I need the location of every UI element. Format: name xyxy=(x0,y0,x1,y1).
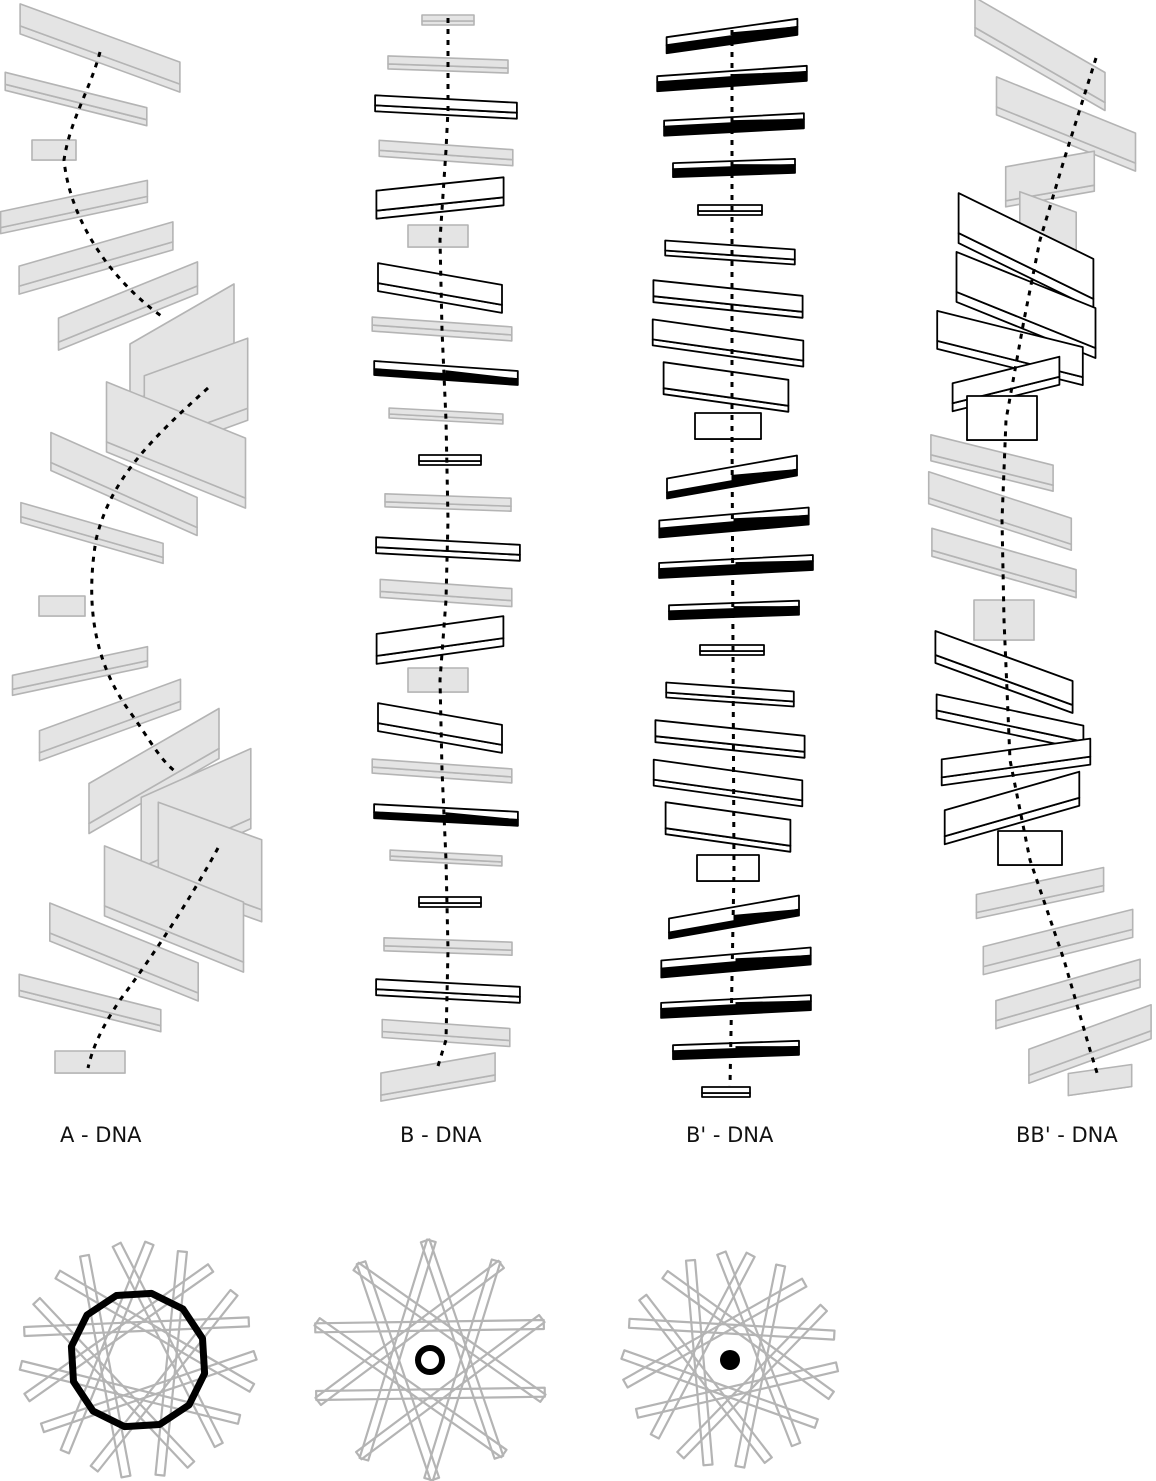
base-pair-dark-side xyxy=(736,561,813,572)
base-pair-dark-side xyxy=(736,1047,799,1055)
base-pair-12 xyxy=(39,596,85,616)
base-pair-21 xyxy=(419,897,481,907)
base-pair-15 xyxy=(377,616,504,664)
base-pair-4 xyxy=(1,180,148,233)
base-pair-face xyxy=(698,205,762,211)
base-pair-6 xyxy=(408,225,468,247)
base-pair-6 xyxy=(665,241,795,265)
b-prime-dna-top-view xyxy=(621,1252,838,1468)
base-pair-25 xyxy=(381,1053,495,1101)
a-dna-helix xyxy=(1,4,262,1073)
base-pair-20 xyxy=(19,974,161,1031)
base-pair-16 xyxy=(666,683,794,707)
base-pair-face xyxy=(20,4,180,84)
helix-axis-dot xyxy=(720,1350,740,1370)
base-pair-face xyxy=(419,455,481,461)
base-pair-10 xyxy=(695,413,761,439)
base-pair-dark-side xyxy=(736,1001,811,1012)
base-pair-23 xyxy=(661,995,811,1018)
a-dna-top-view xyxy=(20,1242,257,1478)
base-pair-17 xyxy=(655,720,804,758)
base-pair-18 xyxy=(654,760,803,807)
base-pair-face xyxy=(1068,1065,1131,1096)
base-pair-3 xyxy=(375,95,517,118)
base-pair-23 xyxy=(1068,1065,1131,1096)
base-pair-4 xyxy=(673,159,795,177)
base-pair-dark-side xyxy=(734,607,799,615)
base-pair-1 xyxy=(667,19,798,53)
base-pair-face xyxy=(408,668,468,692)
base-pair-9 xyxy=(967,396,1037,440)
base-pair-face xyxy=(697,855,759,881)
base-pair-22 xyxy=(661,948,810,978)
b-dna-helix xyxy=(372,15,520,1101)
label-a-dna: A - DNA xyxy=(60,1123,142,1147)
base-pair-1 xyxy=(20,4,180,92)
base-pair-face xyxy=(975,0,1105,103)
base-pair-9 xyxy=(374,361,518,385)
base-pair-25 xyxy=(702,1087,750,1097)
base-pair-5 xyxy=(376,177,503,218)
base-pair-9 xyxy=(664,362,789,412)
base-pair-19 xyxy=(666,802,791,852)
label-bb-prime-dna: BB' - DNA xyxy=(1016,1123,1118,1147)
base-pair-dark-side xyxy=(734,165,795,173)
base-pair-3 xyxy=(32,140,76,160)
top-view-base-pair-8 xyxy=(315,1320,544,1332)
base-pair-face xyxy=(32,140,76,160)
base-pair-face xyxy=(695,413,761,439)
top-view-base-pair-3 xyxy=(316,1388,545,1400)
base-pair-8 xyxy=(653,319,804,366)
base-pair-face xyxy=(55,1051,125,1073)
base-pair-face xyxy=(408,225,468,247)
base-pair-3 xyxy=(664,113,804,135)
base-pair-face xyxy=(419,897,481,903)
b-dna-top-view xyxy=(315,1239,546,1480)
base-pair-16 xyxy=(408,668,468,692)
base-pair-5 xyxy=(698,205,762,215)
base-pair-19 xyxy=(374,804,518,826)
base-pair-12 xyxy=(659,508,808,538)
base-pair-face xyxy=(39,596,85,616)
base-pair-7 xyxy=(653,280,802,318)
base-pair-face xyxy=(967,396,1037,440)
base-pair-13 xyxy=(13,647,148,696)
b-prime-dna-helix xyxy=(653,19,813,1097)
base-pair-3 xyxy=(1006,151,1095,207)
label-b-prime-dna: B' - DNA xyxy=(686,1123,774,1147)
base-pair-dark-side xyxy=(734,119,804,129)
base-pair-11 xyxy=(419,455,481,465)
base-pair-24 xyxy=(673,1041,799,1059)
bb-prime-dna-helix xyxy=(929,0,1151,1096)
base-pair-face xyxy=(702,1087,750,1093)
helix-axis-ring xyxy=(418,1348,442,1372)
base-pair-21 xyxy=(55,1051,125,1073)
label-b-dna: B - DNA xyxy=(400,1123,482,1147)
base-pair-20 xyxy=(697,855,759,881)
base-pair-13 xyxy=(659,555,813,578)
